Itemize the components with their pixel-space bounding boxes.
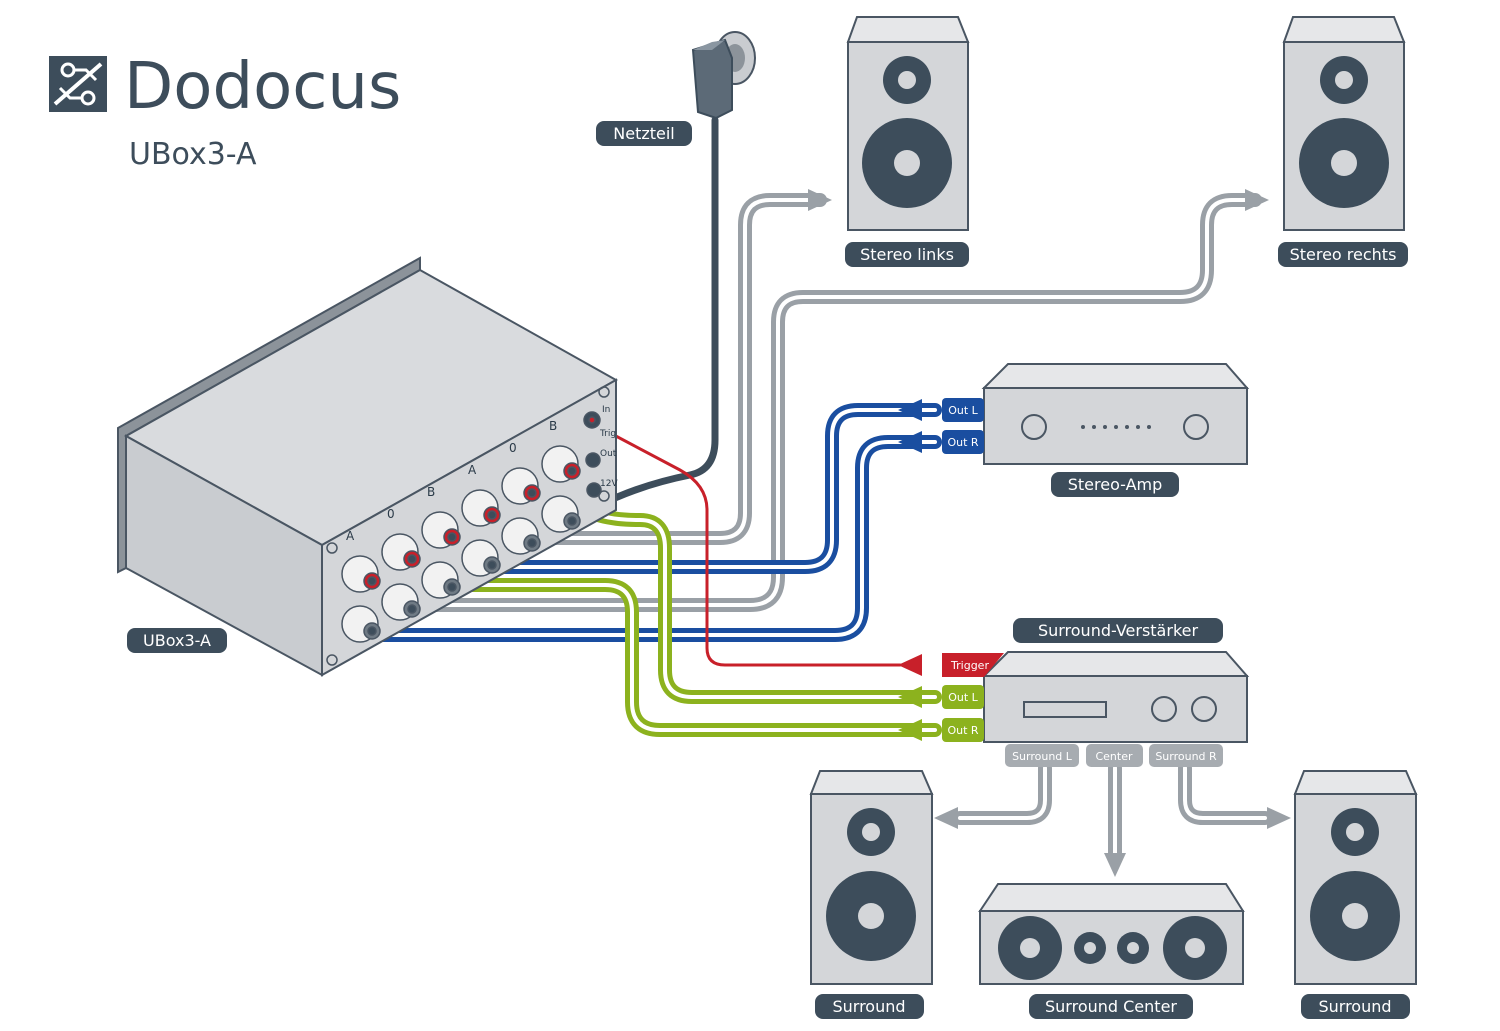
svg-text:A: A xyxy=(468,463,477,477)
svg-text:Surround: Surround xyxy=(1318,997,1391,1016)
svg-text:Trigger: Trigger xyxy=(950,659,989,672)
svg-text:Stereo-Amp: Stereo-Amp xyxy=(1068,475,1163,494)
rca-jacks xyxy=(341,445,581,643)
brand-product: UBox3-A xyxy=(129,137,257,172)
power-adapter-icon xyxy=(691,31,756,120)
svg-text:Netzteil: Netzteil xyxy=(613,124,675,143)
ubox-device: A 0 B A 0 B In Trig Out 12V xyxy=(117,256,618,677)
label-stereo-amp: Stereo-Amp xyxy=(1051,472,1179,497)
svg-text:Surround-Verstärker: Surround-Verstärker xyxy=(1038,621,1199,640)
speaker-icon xyxy=(1282,16,1406,231)
cables xyxy=(373,116,1272,862)
svg-text:Out L: Out L xyxy=(948,691,978,704)
amplifier-icon xyxy=(981,363,1250,465)
svg-text:B: B xyxy=(549,419,557,433)
svg-text:B: B xyxy=(427,485,435,499)
cable-amp-out-r xyxy=(373,435,942,642)
tag-trigger: Trigger xyxy=(942,653,1004,677)
svg-text:Out: Out xyxy=(600,449,617,459)
svg-text:In: In xyxy=(602,405,610,415)
svg-text:Center: Center xyxy=(1095,750,1133,763)
amplifier-icon xyxy=(981,651,1250,743)
tag-center: Center xyxy=(1086,744,1143,767)
svg-text:0: 0 xyxy=(509,441,517,455)
label-ubox: UBox3-A xyxy=(127,628,227,653)
svg-text:0: 0 xyxy=(387,507,395,521)
svg-text:Trig: Trig xyxy=(599,429,616,439)
power-cable xyxy=(596,116,719,509)
svg-text:Stereo links: Stereo links xyxy=(860,245,954,264)
svg-text:UBox3-A: UBox3-A xyxy=(143,631,211,650)
speaker-icon xyxy=(809,770,934,985)
label-stereo-links: Stereo links xyxy=(845,242,969,267)
svg-text:Out R: Out R xyxy=(947,724,978,737)
cable-to-stereo-rechts xyxy=(418,193,1262,612)
arrowheads xyxy=(808,189,1291,877)
tag-surround-out-r: Out R xyxy=(942,718,984,742)
brand-name: Dodocus xyxy=(124,50,401,124)
cable-to-stereo-links xyxy=(548,193,827,545)
svg-text:A: A xyxy=(346,529,355,543)
svg-text:Surround Center: Surround Center xyxy=(1045,997,1177,1016)
speaker-icon xyxy=(846,16,970,231)
cable-amp-out-l xyxy=(493,403,942,574)
svg-text:Surround L: Surround L xyxy=(1012,750,1073,763)
label-netzteil: Netzteil xyxy=(596,121,692,146)
tag-amp-out-r: Out R xyxy=(942,430,984,454)
svg-text:Surround: Surround xyxy=(832,997,905,1016)
label-surround-left: Surround xyxy=(815,994,924,1019)
tag-surround-l: Surround L xyxy=(1005,744,1079,767)
label-surround-right: Surround xyxy=(1301,994,1410,1019)
svg-text:Out R: Out R xyxy=(947,436,978,449)
tag-surround-r: Surround R xyxy=(1149,744,1223,767)
label-surround-amp: Surround-Verstärker xyxy=(1013,618,1223,643)
tag-amp-out-l: Out L xyxy=(942,398,984,422)
dodocus-logo-icon xyxy=(49,56,107,112)
label-surround-center: Surround Center xyxy=(1029,994,1193,1019)
speaker-icon xyxy=(1293,770,1418,985)
tag-surround-out-l: Out L xyxy=(942,685,984,709)
svg-text:12V: 12V xyxy=(600,479,618,489)
label-stereo-rechts: Stereo rechts xyxy=(1278,242,1408,267)
svg-text:Stereo rechts: Stereo rechts xyxy=(1290,245,1397,264)
center-speaker-icon xyxy=(978,883,1245,985)
cable-surround-right xyxy=(1178,761,1272,825)
cable-trigger xyxy=(593,423,902,667)
cable-surround-left xyxy=(953,761,1052,825)
svg-text:Surround R: Surround R xyxy=(1155,750,1217,763)
cable-surround-out-r xyxy=(443,578,942,737)
svg-text:Out L: Out L xyxy=(948,404,978,417)
